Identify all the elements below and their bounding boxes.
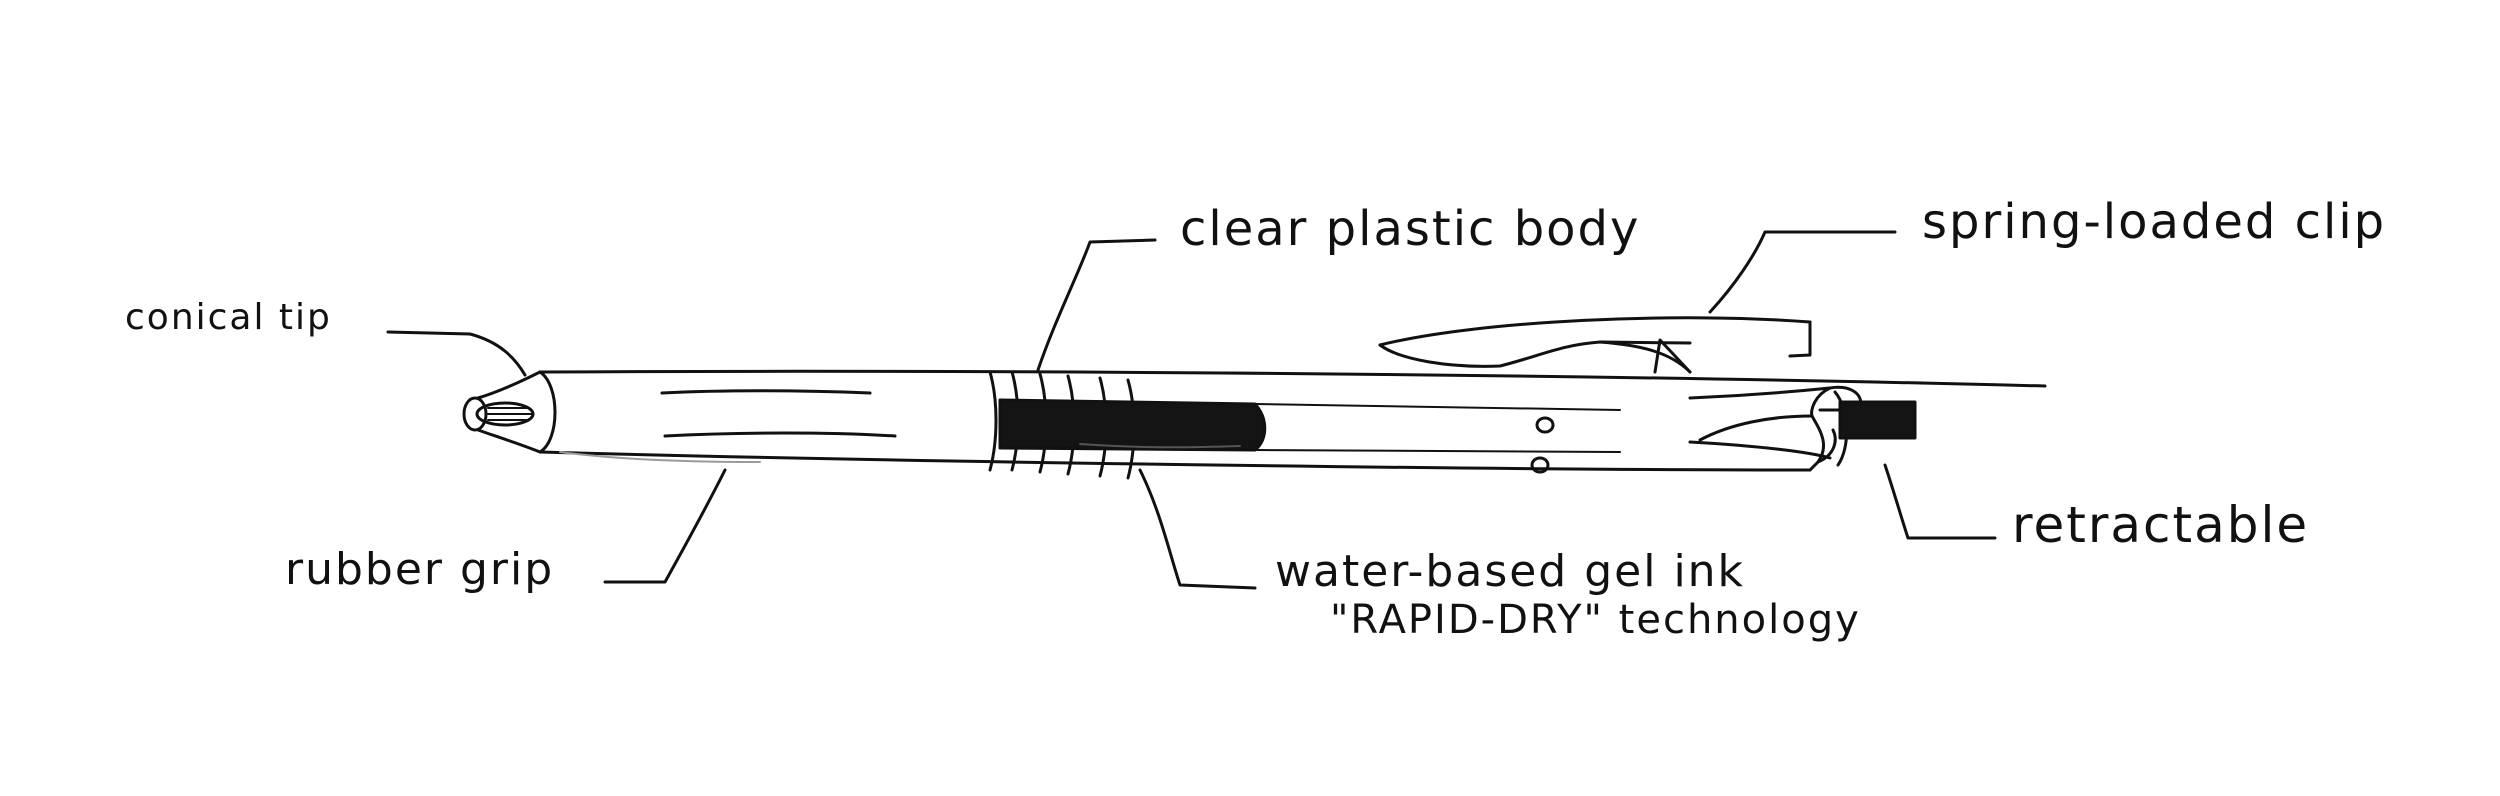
leader-lines: [386, 230, 1997, 590]
leader-gel-ink: [1138, 468, 1257, 590]
rubber-grip: [559, 389, 897, 463]
label-clear-plastic-body: clear plastic body: [1180, 201, 1641, 257]
leader-spring-clip: [1708, 230, 1897, 314]
pen-body-outline: [538, 369, 2047, 472]
spring-clip: [1378, 316, 1812, 374]
label-spring-loaded-clip: spring-loaded clip: [1922, 194, 2387, 250]
leader-rubber-grip: [603, 468, 727, 584]
retract-button: [1688, 385, 1917, 472]
barrel-dots: [1530, 416, 1555, 474]
label-rapid-dry: "RAPID-DRY" technology: [1330, 597, 1861, 643]
conical-tip: [462, 370, 542, 454]
ink-cartridge: [998, 398, 1621, 453]
label-rubber-grip: rubber grip: [285, 544, 555, 595]
label-retractable: retractable: [2012, 496, 2310, 554]
leader-conical-tip: [386, 330, 527, 377]
label-gel-ink: water-based gel ink: [1275, 546, 1746, 597]
label-conical-tip: conical tip: [125, 297, 332, 338]
leader-retractable: [1883, 463, 1997, 540]
leader-clear-body: [1036, 238, 1157, 372]
